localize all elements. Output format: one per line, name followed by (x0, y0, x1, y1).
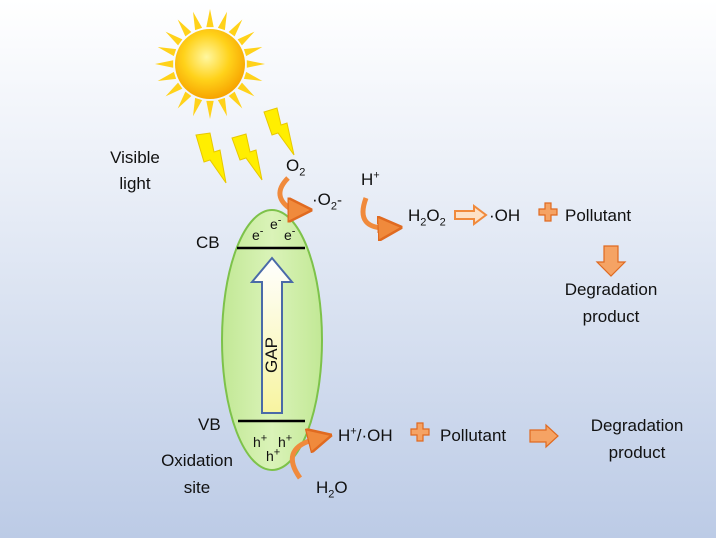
superoxide-label: ·O2- (312, 190, 343, 213)
gap-label: GAP (262, 337, 281, 373)
sun-ray (206, 9, 214, 28)
sun-ray (165, 31, 183, 46)
curved-arrow-o2 (277, 176, 300, 210)
h2o2-label: H2O2 (408, 206, 446, 229)
sun-ray (237, 82, 255, 97)
curved-arrow-h2o (289, 438, 320, 480)
h-plus-hydroxyl-label: H+/·OH (338, 425, 393, 445)
hole: h+ (253, 432, 268, 450)
degradation-product-bottom-label: Degradation product (590, 416, 684, 462)
hole: h+ (278, 432, 293, 450)
sun-ray (157, 71, 177, 81)
plus-icon (538, 202, 558, 222)
hole: h+ (266, 446, 281, 464)
sun-ray (237, 31, 255, 46)
sun-icon (155, 9, 265, 119)
curved-arrow-h-plus (360, 197, 390, 228)
h2o-label: H2O (316, 478, 348, 501)
sun-ray (155, 60, 174, 68)
arrow-right-icon (529, 423, 559, 449)
electron: e- (252, 225, 264, 243)
sun-ray (193, 97, 203, 117)
sun-ray (228, 19, 243, 37)
vb-label: VB (198, 415, 221, 434)
degradation-product-top-label: Degradation product (564, 280, 658, 326)
pollutant-bottom-label: Pollutant (440, 426, 507, 445)
sun-ray (217, 11, 227, 31)
sun-ray (228, 91, 243, 109)
sun-ray (217, 97, 227, 117)
pollutant-top-label: Pollutant (565, 206, 632, 225)
sun-ray (193, 11, 203, 31)
o2-label: O2 (286, 156, 306, 179)
arrow-right-icon (454, 204, 488, 226)
lightning-bolt-icon (263, 107, 295, 156)
plus-icon (410, 422, 430, 442)
sun-ray (243, 71, 263, 81)
oxidation-site-label: Oxidation site (161, 451, 233, 497)
sun-ray (243, 47, 263, 57)
lightning-bolt-icon (195, 132, 227, 184)
cb-label: CB (196, 233, 220, 252)
h-plus-label: H+ (361, 169, 380, 189)
lightning-bolt-icon (231, 133, 263, 181)
sun-ray (246, 60, 265, 68)
arrow-down-icon (595, 245, 627, 277)
electron: e- (284, 225, 296, 243)
electron: e- (270, 214, 282, 232)
hydroxyl-radical-label: ·OH (489, 206, 521, 225)
band-gap-arrow (249, 256, 295, 414)
sun-ray (177, 19, 192, 37)
sun-ray (157, 47, 177, 57)
sun-ray (165, 82, 183, 97)
visible-light-label: Visible light (110, 148, 160, 193)
sun-ray (177, 91, 192, 109)
sun-ray (206, 100, 214, 119)
